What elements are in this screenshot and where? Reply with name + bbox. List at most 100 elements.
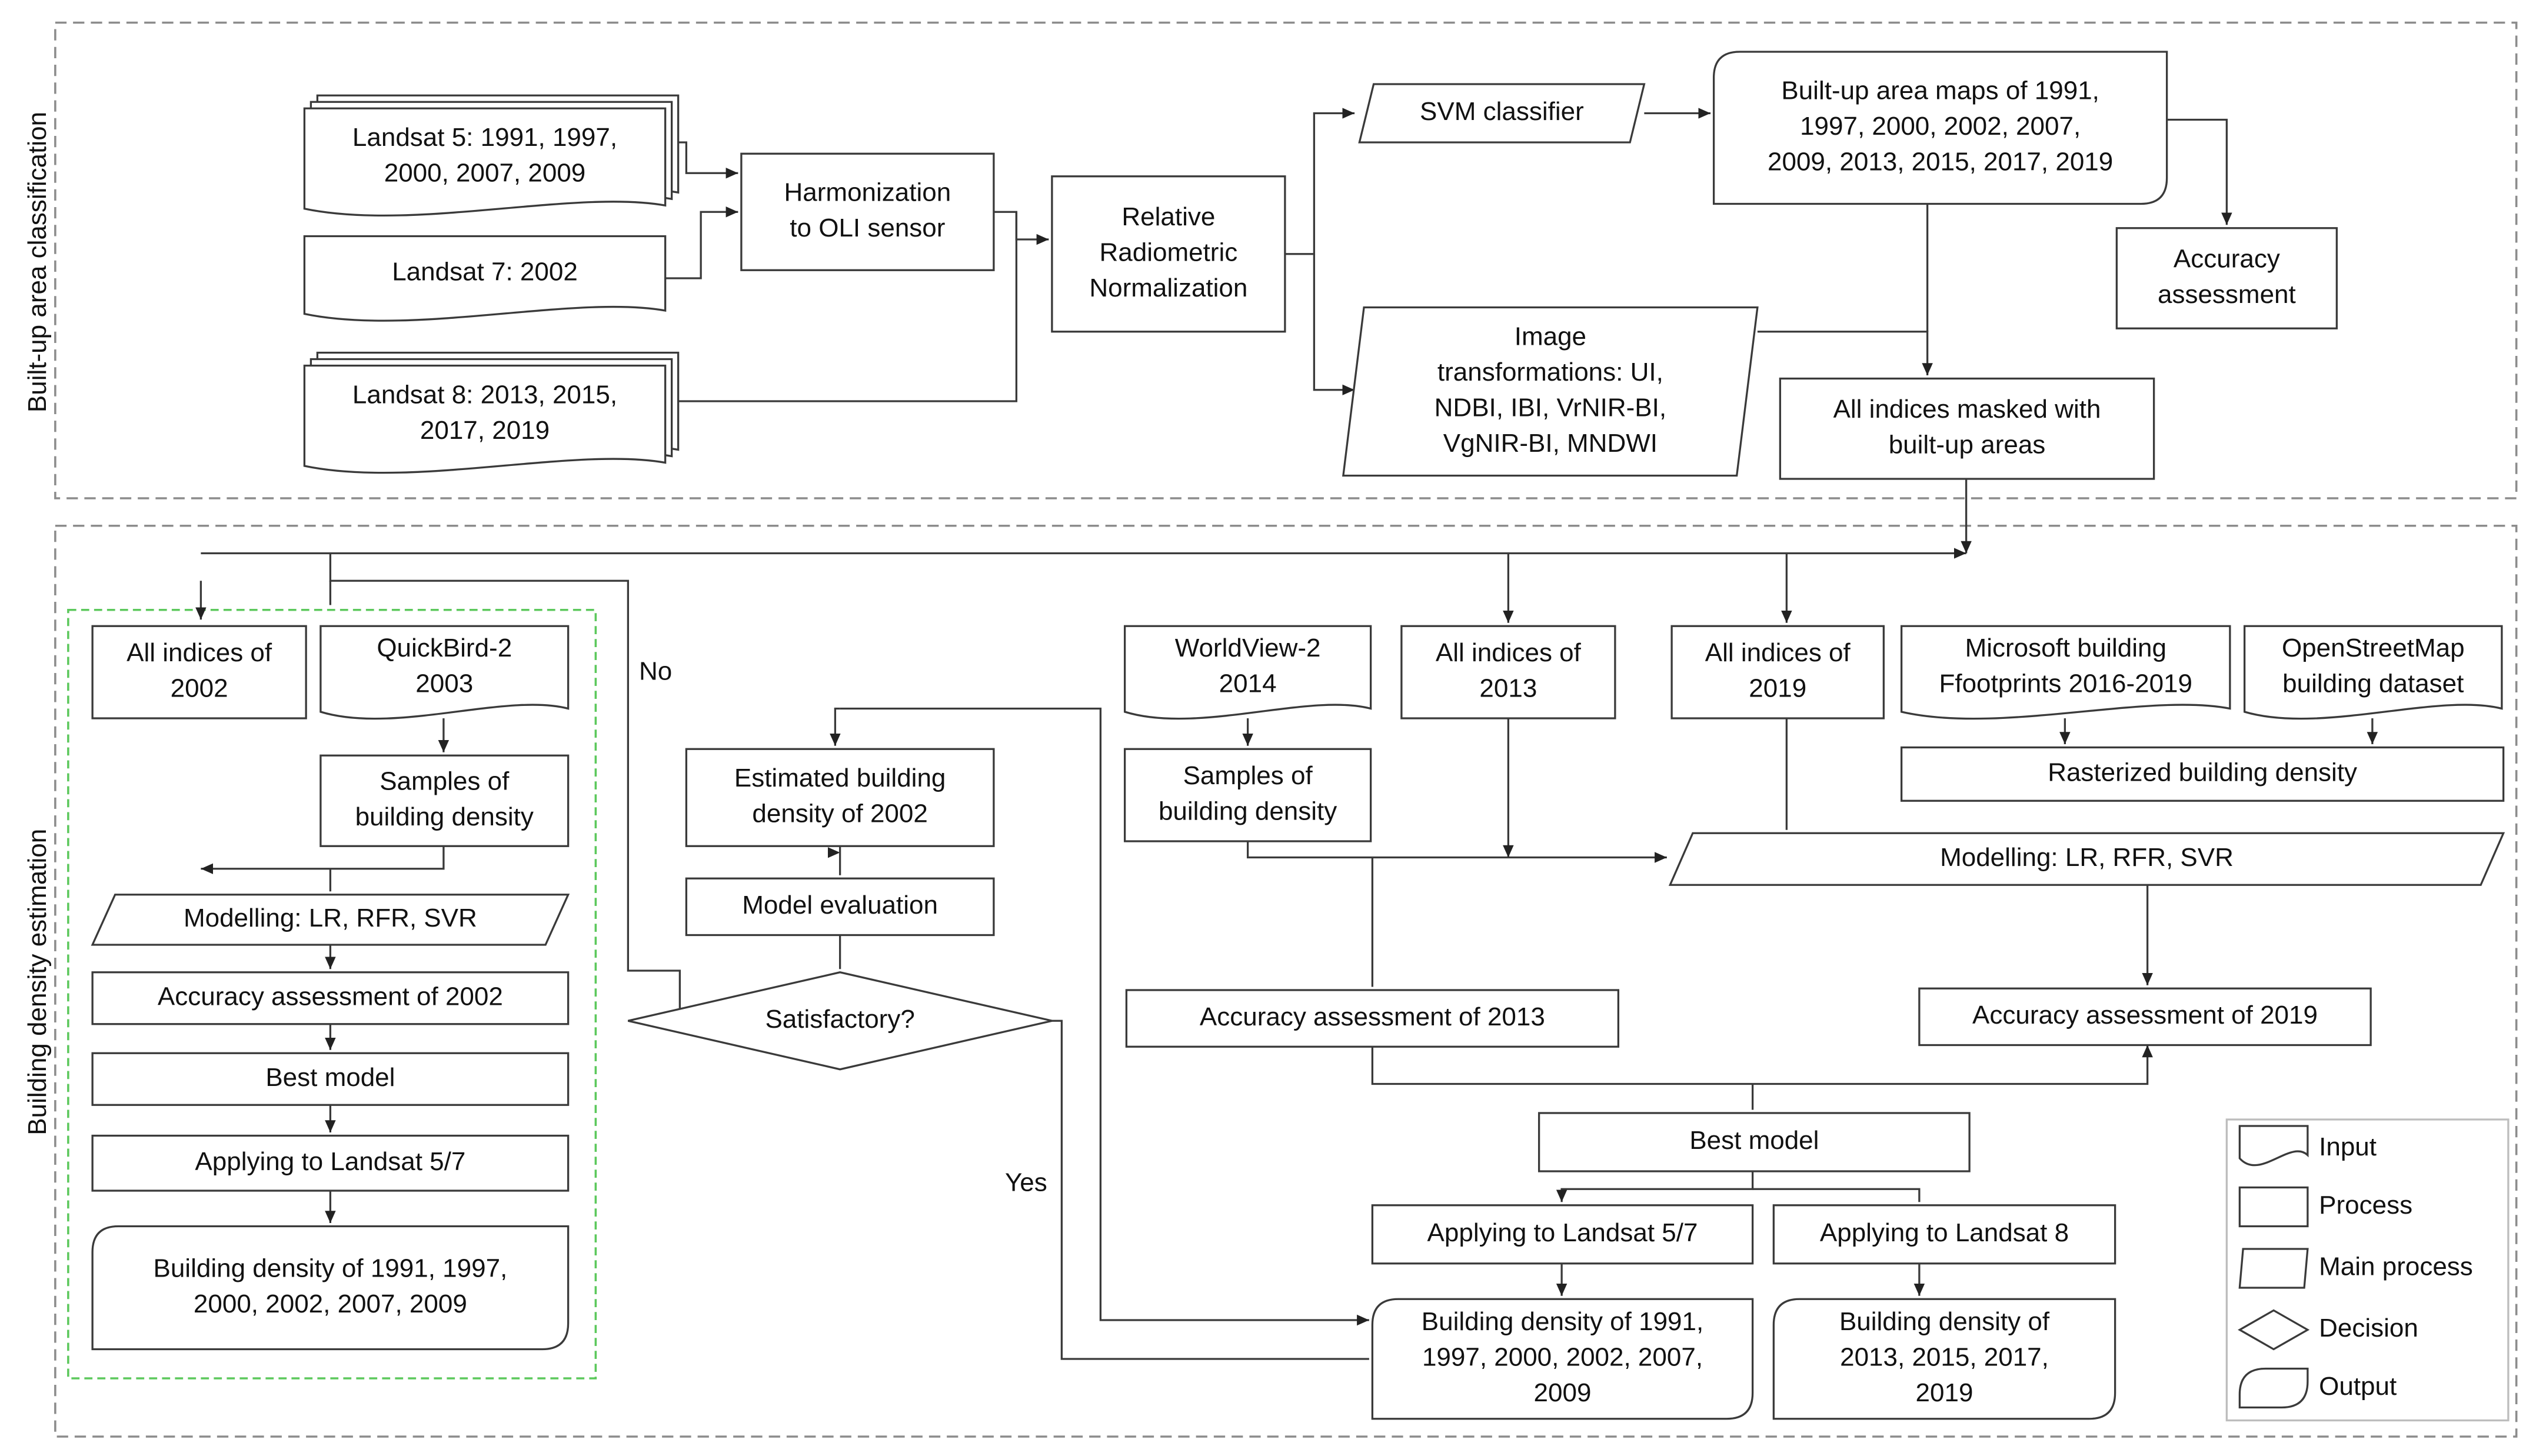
density-8-out-node [1772,1298,2116,1420]
density-left-out-text: 2000, 2002, 2007, 2009 [194,1290,467,1318]
rrn-node [1051,175,1286,333]
samples-2013-node [1123,748,1372,842]
estimated-2002-text: Estimated building [734,764,946,792]
legend-decision-swatch [2238,1309,2310,1351]
rasterized-text: Rasterized building density [2048,758,2357,787]
landsat5-node [303,94,680,217]
legend-output-label: Output [2319,1372,2397,1401]
landsat5-text: 2000, 2007, 2009 [384,159,586,188]
connector-line [1556,1171,1754,1202]
density-8-out-text: 2013, 2015, 2017, [1840,1343,2049,1372]
satisfactory-text: Satisfactory? [765,1005,914,1034]
harmonization-text: Harmonization [784,178,951,207]
connector-line [830,707,841,746]
yes-label-text: Yes [1005,1168,1047,1197]
image-transformations-text: Image [1515,322,1586,351]
samples-2002-node [320,754,570,847]
modelling-right-text: Modelling: LR, RFR, SVR [1940,843,2234,872]
density-57-out-text: Building density of 1991, [1422,1307,1703,1336]
samples-2013-text: building density [1159,797,1337,826]
samples-2013-text: Samples of [1183,761,1313,790]
best-model-left-node [91,1052,570,1106]
indices-masked-text: built-up areas [1889,431,2046,459]
legend-decision-label: Decision [2319,1314,2418,1342]
estimated-2002-text: density of 2002 [752,799,927,828]
satisfactory-node [628,971,1053,1071]
connector-line [993,211,1049,245]
density-57-out-node [1371,1298,1754,1420]
accuracy-top-text: Accuracy [2174,244,2280,273]
applying-57-node [1371,1204,1754,1265]
landsat7-text: Landsat 7: 2002 [392,257,578,286]
legend-input-label: Input [2319,1132,2377,1161]
legend-process-swatch [2238,1186,2309,1228]
landsat5-text: Landsat 5: 1991, 1997, [352,123,617,152]
legend-output-swatch [2238,1367,2309,1409]
applying-8-text: Applying to Landsat 8 [1820,1218,2069,1247]
accuracy-top-text: assessment [2158,280,2296,309]
builtup-maps-text: 1997, 2000, 2002, 2007, [1800,112,2081,141]
connector-line [1371,1045,2153,1085]
indices-2019-node [1670,625,1885,719]
image-transformations-node [1342,306,1759,477]
rrn-text: Normalization [1089,274,1247,302]
highlight-2002-group [67,608,597,1380]
applying-57-text: Applying to Landsat 5/7 [1427,1218,1698,1247]
accuracy-top-node [2115,227,2338,329]
worldview-node [1123,625,1372,720]
osm-text: OpenStreetMap [2282,634,2465,662]
section-label-builtup: Built-up area classification [23,112,52,412]
indices-2013-node [1400,625,1616,719]
density-left-out-node [91,1225,570,1351]
applying-8-node [1772,1204,2116,1265]
image-transformations-text: transformations: UI, [1437,358,1663,387]
connector-line [1284,108,1355,255]
best-model-right-node [1537,1112,1971,1172]
connector-line [1757,331,1933,375]
connector-line [1313,254,1355,395]
microsoft-node [1900,625,2231,720]
modelling-right-node [1668,832,2505,886]
rrn-text: Radiometric [1100,238,1238,266]
section-label-density: Building density estimation [23,829,52,1135]
connector-line [329,553,681,1021]
connector-line [201,846,445,874]
accuracy-2002-node [91,971,570,1025]
builtup-maps-text: 2009, 2013, 2015, 2017, 2019 [1768,147,2113,176]
landsat8-node [303,351,680,474]
section-builtup [54,21,2518,499]
builtup-maps-text: Built-up area maps of 1991, [1781,76,2099,105]
landsat7-node [303,235,667,322]
estimated-2002-node [685,748,995,847]
density-8-out-text: 2019 [1916,1378,1973,1407]
legend-process-label: Process [2319,1191,2412,1220]
indices-2002-text: 2002 [171,674,228,703]
accuracy-2002-text: Accuracy assessment of 2002 [158,982,503,1011]
indices-2013-text: 2013 [1479,674,1537,703]
harmonization-node [740,152,995,271]
indices-2002-text: All indices of [127,638,272,667]
best-model-left-text: Best model [265,1063,395,1092]
indices-masked-text: All indices masked with [1833,395,2101,424]
quickbird-text: QuickBird-2 [377,634,512,662]
accuracy-2013-node [1125,989,1620,1048]
model-evaluation-node [685,877,995,937]
density-8-out-text: Building density of [1839,1307,2050,1336]
worldview-text: 2014 [1219,669,1277,698]
accuracy-2019-text: Accuracy assessment of 2019 [1972,1001,2318,1029]
connector-line [840,707,1369,1326]
connector-line [665,206,738,279]
connector-line [2166,118,2232,225]
applying-left-text: Applying to Landsat 5/7 [195,1147,465,1176]
legend-main-process-label: Main process [2319,1252,2473,1281]
image-transformations-text: NDBI, IBI, VrNIR-BI, [1435,393,1666,422]
samples-2002-text: building density [355,802,534,831]
legend-input-swatch [2238,1125,2309,1167]
worldview-text: WorldView-2 [1175,634,1321,662]
harmonization-text: to OLI sensor [790,214,945,242]
indices-2013-text: All indices of [1436,638,1582,667]
indices-masked-node [1779,377,2155,480]
rrn-text: Relative [1121,202,1215,231]
connector-line [1051,1019,1369,1360]
